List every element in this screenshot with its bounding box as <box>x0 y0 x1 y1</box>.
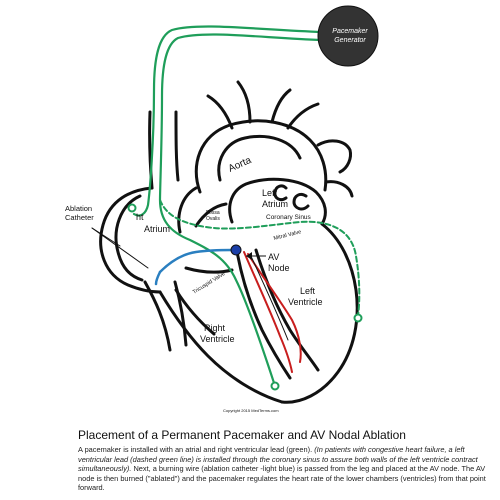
aorta-outline <box>194 119 328 194</box>
caption-body-part1: A pacemaker is installed with an atrial … <box>78 445 315 454</box>
pacemaker-leads <box>127 25 363 391</box>
superior-vena-cava <box>148 110 154 190</box>
copyright-text: Copyright 2015 MedTerms.com <box>223 408 279 413</box>
fossa-ovalis-label-2: Ovalis <box>206 216 220 222</box>
av-node <box>230 244 242 256</box>
left-atrium-wall <box>228 177 327 226</box>
left-ventricle-label-2: Ventricle <box>288 297 323 307</box>
ablation-catheter <box>91 227 234 286</box>
caption-body-part2: (In patients with congestive heart failu… <box>78 445 478 474</box>
av-node-label-2: Node <box>268 263 290 273</box>
right-atrium-label-prefix: ht <box>136 212 144 222</box>
left-atrium-label-1: Left <box>262 188 278 198</box>
generator-label-line1: Pacemaker <box>332 28 368 35</box>
ablation-catheter-label-2: Catheter <box>65 213 94 222</box>
left-atrium-label-2: Atrium <box>262 199 288 209</box>
left-ventricular-lead-tip <box>353 313 363 323</box>
right-atrium-label: Atrium <box>144 224 170 234</box>
pacemaker-generator[interactable] <box>317 5 379 67</box>
right-atrium-wall <box>99 186 162 294</box>
aorta-label: Aorta <box>227 155 254 175</box>
av-node-label-1: AV <box>268 252 279 262</box>
mitral-valve-label: Mitral Valve <box>273 229 302 242</box>
right-ventricle-label-2: Ventricle <box>200 334 235 344</box>
ventricle-outer-wall <box>280 222 359 404</box>
tricuspid-valve-line <box>184 266 234 274</box>
right-ventricle-label-1: Right <box>204 323 226 333</box>
atrial-lead <box>132 25 324 217</box>
bundle-branches <box>243 251 302 373</box>
ablation-catheter-label-1: Ablation <box>65 204 92 213</box>
atrial-lead-tip <box>127 203 137 213</box>
pulmonary-artery <box>316 139 352 174</box>
left-ventricle-label-1: Left <box>300 286 316 296</box>
ventricular-lead <box>158 33 324 388</box>
generator-label-line2: Generator <box>334 37 366 44</box>
inferior-vena-cava <box>143 280 172 352</box>
caption-body: A pacemaker is installed with an atrial … <box>78 445 496 493</box>
interventricular-septum <box>234 244 292 380</box>
caption-title: Placement of a Permanent Pacemaker and A… <box>78 428 406 442</box>
coronary-sinus-label: Coronary Sinus <box>266 214 312 221</box>
av-node-arrow <box>246 252 252 260</box>
tricuspid-valve-label: Tricuspid Valve <box>192 271 227 296</box>
ablation-catheter-wire <box>158 248 234 274</box>
bundle-branch-right <box>247 253 302 363</box>
caption-body-part3: Next, a burning wire (ablation catheter … <box>78 464 486 493</box>
ventricular-lead-tip <box>270 381 280 391</box>
fossa-ovalis-label-1: Fossa <box>206 210 220 216</box>
bundle-branch-left <box>243 251 293 373</box>
heart-outline <box>99 80 359 404</box>
left-ventricular-lead <box>159 199 361 317</box>
